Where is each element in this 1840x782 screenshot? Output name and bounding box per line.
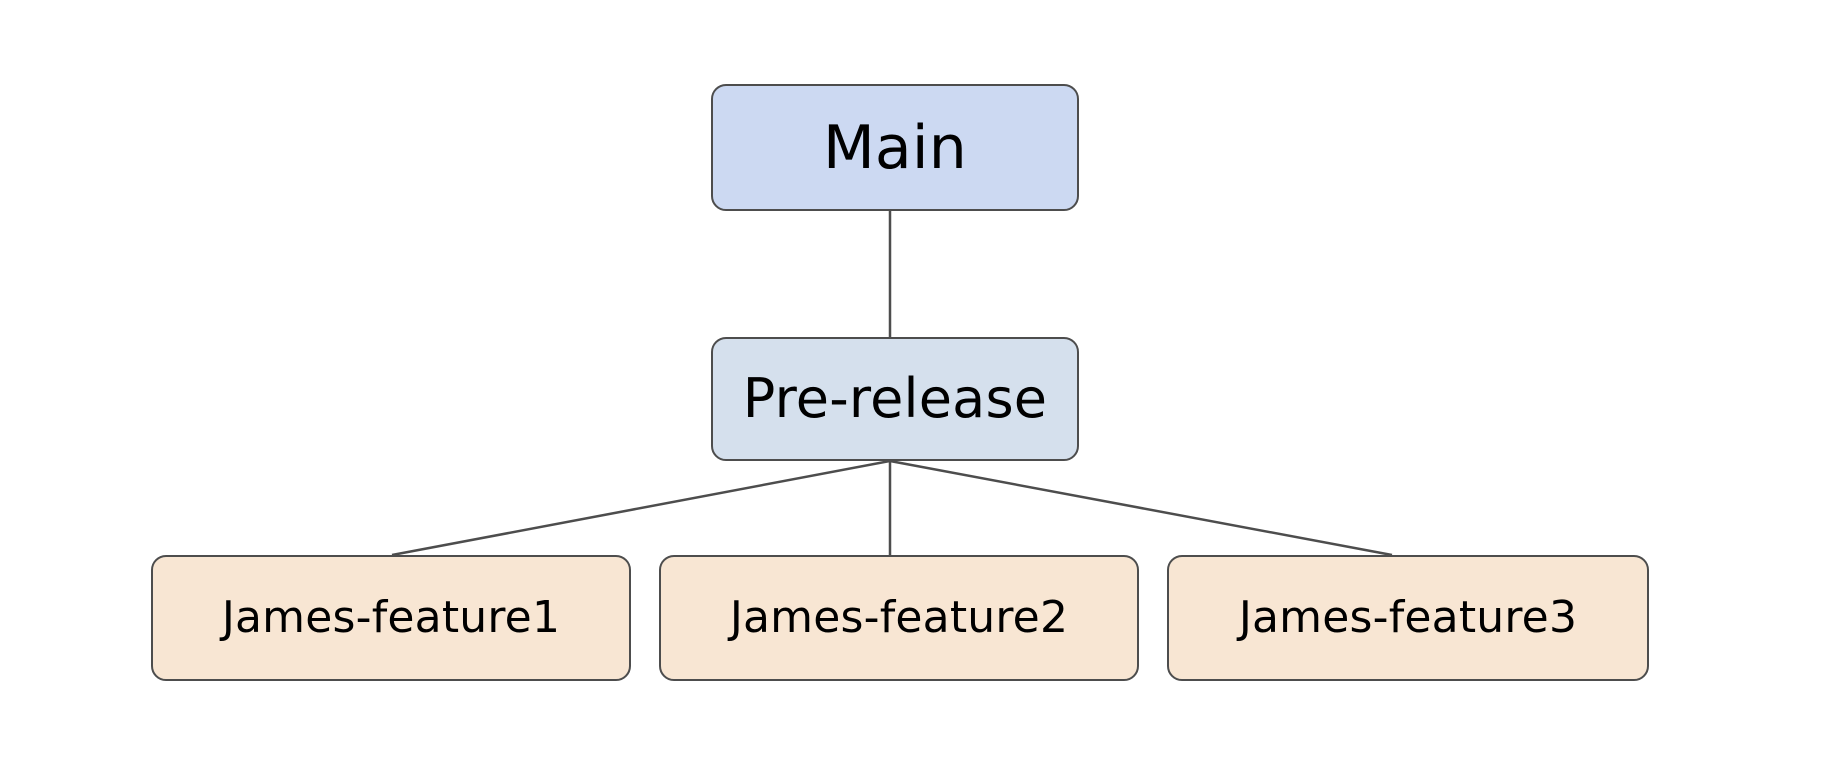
node-main-label: Main [822, 112, 968, 183]
node-james-feature3[interactable]: James-feature3 [1167, 555, 1649, 681]
node-james-feature1-label: James-feature1 [221, 592, 561, 643]
node-main[interactable]: Main [711, 84, 1079, 211]
node-prerelease-label: Pre-release [742, 367, 1048, 430]
node-james-feature2[interactable]: James-feature2 [659, 555, 1139, 681]
node-james-feature1[interactable]: James-feature1 [151, 555, 631, 681]
node-prerelease[interactable]: Pre-release [711, 337, 1079, 461]
node-james-feature3-label: James-feature3 [1238, 592, 1578, 643]
node-james-feature2-label: James-feature2 [729, 592, 1069, 643]
edge-prerelease-to-feature-3 [889, 459, 1393, 557]
edge-prerelease-to-feature-1 [391, 459, 891, 557]
